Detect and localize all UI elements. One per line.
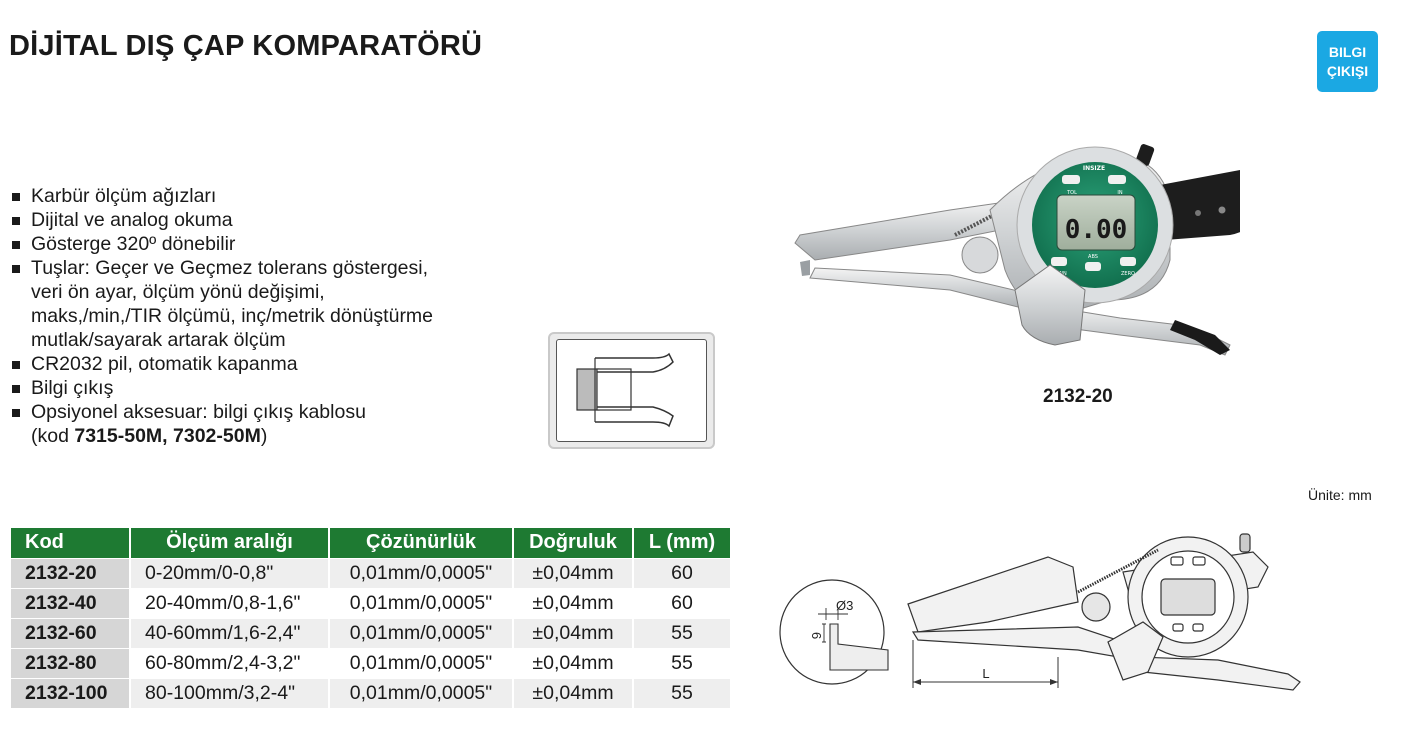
feature-item: Bilgi çıkış	[12, 376, 433, 400]
table-header-row: Kod Ölçüm aralığı Çözünürlük Doğruluk L …	[11, 528, 730, 558]
cell-code: 2132-40	[11, 587, 131, 618]
dial-key-br-label: ZERO	[1121, 271, 1135, 277]
dial-brand-mark: INSIZE	[1083, 165, 1105, 172]
feature-item: Gösterge 320º dönebilir	[12, 232, 433, 256]
cell-length: 55	[633, 617, 730, 648]
table-row: 2132-20 0-20mm/0-0,8" 0,01mm/0,0005" ±0,…	[11, 557, 730, 588]
unit-label: Ünite: mm	[1308, 487, 1372, 503]
cell-accuracy: ±0,04mm	[513, 587, 634, 618]
accessory-suffix: )	[260, 425, 268, 447]
table-row: 2132-60 40-60mm/1,6-2,4" 0,01mm/0,0005" …	[11, 617, 730, 648]
cell-length: 55	[633, 677, 730, 708]
col-header-range: Ölçüm aralığı	[130, 528, 330, 558]
badge-line-1: BILGI	[1328, 43, 1367, 60]
col-header-length: L (mm)	[633, 528, 730, 558]
page-title: DİJİTAL DIŞ ÇAP KOMPARATÖRÜ	[9, 30, 483, 62]
cell-range: 60-80mm/2,4-3,2"	[130, 647, 330, 678]
cell-resolution: 0,01mm/0,0005"	[329, 647, 514, 678]
feature-item: CR2032 pil, otomatik kapanma	[12, 352, 433, 376]
cell-accuracy: ±0,04mm	[513, 677, 634, 708]
cell-accuracy: ±0,04mm	[513, 647, 634, 678]
cell-accuracy: ±0,04mm	[513, 557, 634, 588]
feature-list: Karbür ölçüm ağızları Dijital ve analog …	[12, 184, 433, 448]
feature-continuation: veri ön ayar, ölçüm yönü değişimi,	[31, 281, 325, 303]
cell-length: 60	[633, 557, 730, 588]
model-caption: 2132-20	[1043, 386, 1113, 407]
cell-code: 2132-60	[11, 617, 131, 648]
dial-key-left-label: TOL	[1066, 190, 1077, 196]
jaw-illustration	[548, 332, 715, 449]
detail-height-label: 6	[809, 632, 824, 639]
col-header-resolution: Çözünürlük	[329, 528, 514, 558]
cell-accuracy: ±0,04mm	[513, 617, 634, 648]
cell-range: 0-20mm/0-0,8"	[130, 557, 330, 588]
cell-range: 20-40mm/0,8-1,6"	[130, 587, 330, 618]
spec-table: Kod Ölçüm aralığı Çözünürlük Doğruluk L …	[11, 528, 730, 708]
feature-continuation: maks,/min,/TIR ölçümü, inç/metrik dönüşt…	[31, 305, 434, 327]
dimension-l-label: L	[982, 666, 989, 681]
cell-length: 60	[633, 587, 730, 618]
badge-line-2: ÇIKIŞI	[1326, 62, 1369, 79]
dial-reading: 0.00	[1065, 215, 1128, 245]
feature-continuation: (kod 7315-50M, 7302-50M)	[12, 424, 433, 448]
col-header-accuracy: Doğruluk	[513, 528, 634, 558]
dial-key-right-label: IN	[1117, 190, 1122, 196]
feature-item: Karbür ölçüm ağızları	[12, 184, 433, 208]
dial-key-bm-label: ABS	[1088, 254, 1098, 260]
detail-diameter-label: Ø3	[836, 598, 853, 613]
feature-continuation: mutlak/sayarak artarak ölçüm	[31, 329, 286, 351]
feature-item: Tuşlar: Geçer ve Geçmez tolerans gösterg…	[12, 256, 433, 280]
cell-code: 2132-100	[11, 677, 131, 708]
cell-resolution: 0,01mm/0,0005"	[329, 677, 514, 708]
accessory-codes: 7315-50M, 7302-50M	[74, 425, 261, 447]
table-row: 2132-40 20-40mm/0,8-1,6" 0,01mm/0,0005" …	[11, 587, 730, 618]
cell-range: 80-100mm/3,2-4"	[130, 677, 330, 708]
technical-drawing: Ø3 6 L	[779, 533, 1301, 691]
cell-range: 40-60mm/1,6-2,4"	[130, 617, 330, 648]
cell-code: 2132-20	[11, 557, 131, 588]
product-photo: 0.00 TOL IN M/MIN ABS ZERO INSIZE	[794, 144, 1240, 356]
table-row: 2132-100 80-100mm/3,2-4" 0,01mm/0,0005" …	[11, 677, 730, 708]
jaw-shape-icon	[576, 352, 674, 428]
cell-resolution: 0,01mm/0,0005"	[329, 557, 514, 588]
data-output-badge: BILGI ÇIKIŞI	[1317, 31, 1378, 92]
cell-code: 2132-80	[11, 647, 131, 678]
feature-item: Dijital ve analog okuma	[12, 208, 433, 232]
col-header-code: Kod	[11, 528, 131, 558]
accessory-prefix: (kod	[31, 425, 75, 447]
table-row: 2132-80 60-80mm/2,4-3,2" 0,01mm/0,0005" …	[11, 647, 730, 678]
cell-resolution: 0,01mm/0,0005"	[329, 617, 514, 648]
cell-resolution: 0,01mm/0,0005"	[329, 587, 514, 618]
feature-item: Opsiyonel aksesuar: bilgi çıkış kablosu	[12, 400, 433, 424]
cell-length: 55	[633, 647, 730, 678]
feature-text: Tuşlar: Geçer ve Geçmez tolerans gösterg…	[31, 257, 429, 279]
